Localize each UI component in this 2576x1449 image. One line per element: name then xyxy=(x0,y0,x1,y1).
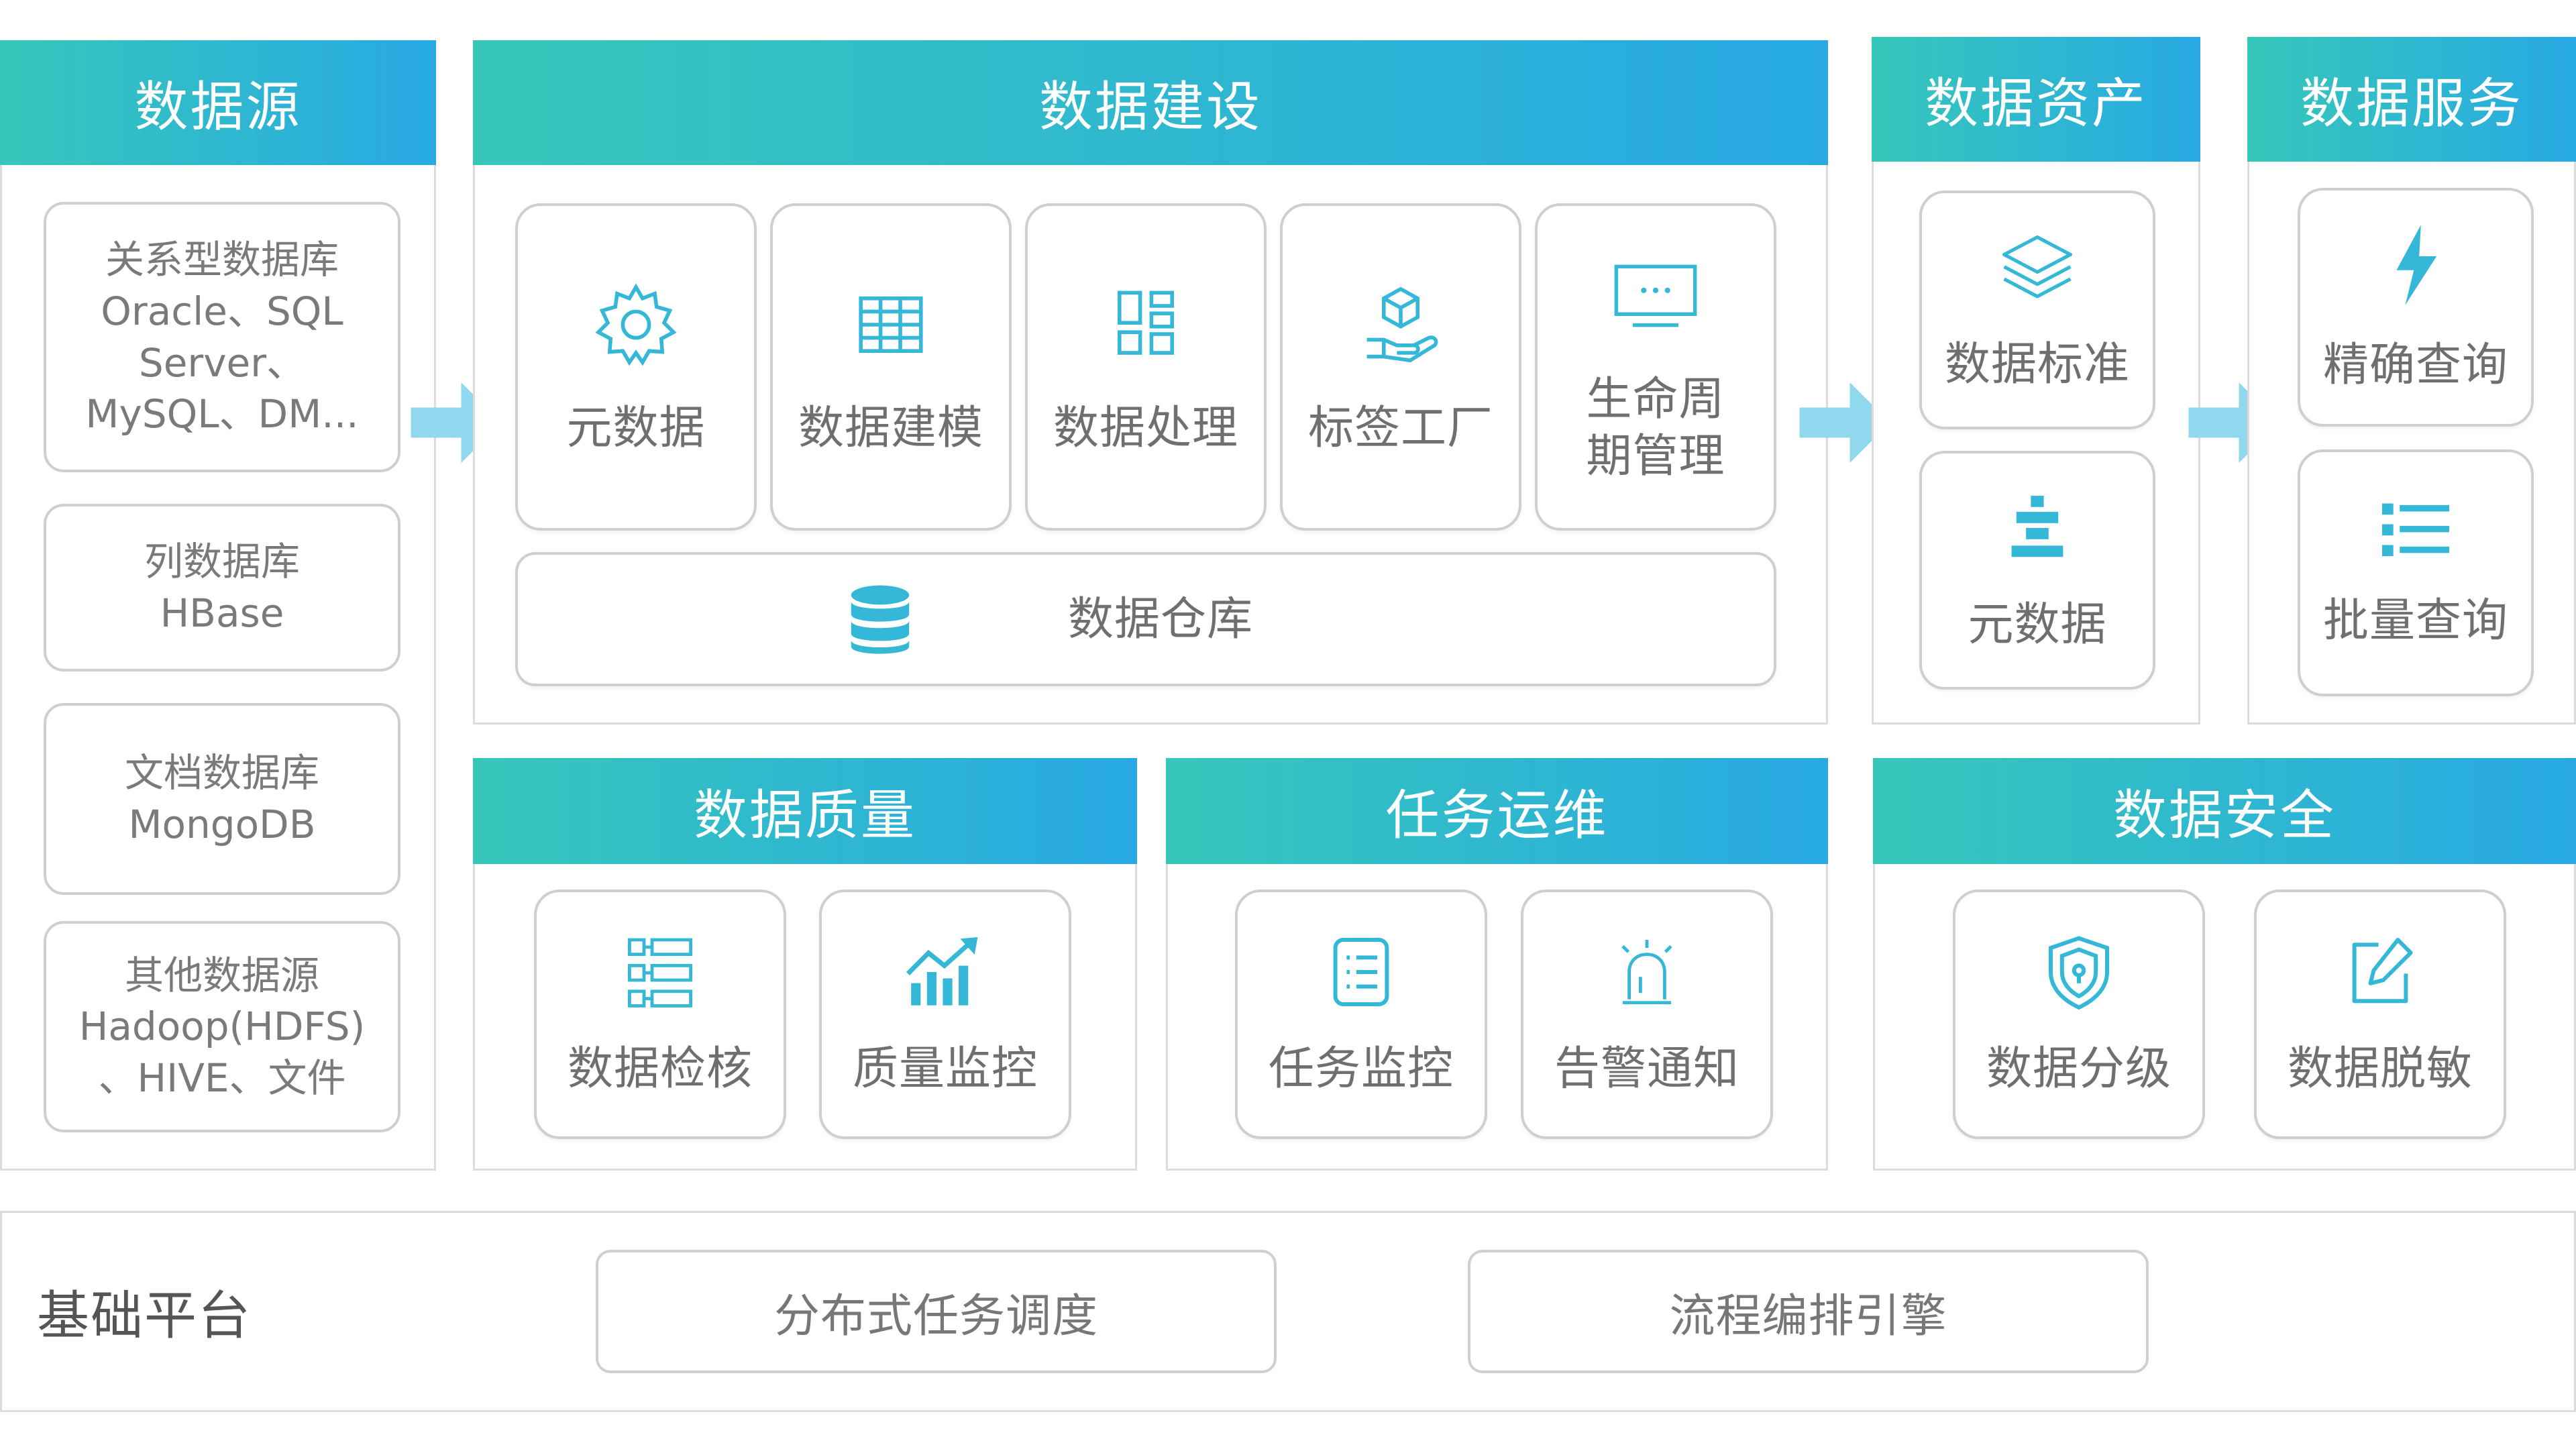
card-asset-metadata[interactable]: 元数据 xyxy=(1919,451,2155,690)
task-ops-title: 任务运维 xyxy=(1166,758,1828,864)
card-quality-monitoring-label: 质量监控 xyxy=(852,1042,1038,1095)
source-relational-db[interactable]: 关系型数据库 Oracle、SQL Server、 MySQL、DM... xyxy=(44,202,400,472)
check-tree-icon xyxy=(620,932,700,1012)
alarm-icon xyxy=(1607,932,1687,1012)
base-platform-title: 基础平台 xyxy=(37,1286,252,1346)
grid-table-icon xyxy=(844,278,938,372)
source-column-db-text: 列数据库 HBase xyxy=(144,539,300,636)
card-lifecycle-management-label: 生命周 期管理 xyxy=(1586,373,1725,483)
card-data-classification-label: 数据分级 xyxy=(1986,1042,2171,1095)
align-bars-icon xyxy=(1997,488,2078,568)
card-alarm-notification[interactable]: 告警通知 xyxy=(1521,890,1773,1139)
card-data-processing-label: 数据处理 xyxy=(1053,401,1238,455)
source-other-text: 其他数据源 Hadoop(HDFS) 、HIVE、文件 xyxy=(78,952,366,1101)
card-precise-query[interactable]: 精确查询 xyxy=(2298,188,2534,427)
monitor-icon xyxy=(1605,249,1706,343)
data-source-panel: 数据源 关系型数据库 Oracle、SQL Server、 MySQL、DM..… xyxy=(0,40,436,1171)
source-column-db[interactable]: 列数据库 HBase xyxy=(44,504,400,672)
data-services-panel: 数据服务 精确查询 批量查询 xyxy=(2247,37,2576,724)
data-assets-panel: 数据资产 数据标准 元数据 xyxy=(1872,37,2200,724)
layers-icon xyxy=(1994,227,2081,308)
base-card-distributed-scheduling-label: 分布式任务调度 xyxy=(773,1289,1098,1343)
base-card-workflow-engine-label: 流程编排引擎 xyxy=(1669,1289,1947,1343)
card-data-warehouse-label: 数据仓库 xyxy=(1068,592,1254,646)
trend-chart-icon xyxy=(902,932,989,1012)
card-tag-factory-label: 标签工厂 xyxy=(1307,401,1493,455)
card-data-masking-label: 数据脱敏 xyxy=(2287,1042,2473,1095)
base-platform-panel: 基础平台 分布式任务调度 流程编排引擎 xyxy=(0,1211,2576,1412)
shield-icon xyxy=(2042,932,2116,1012)
data-security-title: 数据安全 xyxy=(1873,758,2576,864)
card-data-warehouse[interactable]: 数据仓库 xyxy=(515,552,1776,686)
data-assets-title: 数据资产 xyxy=(1872,37,2200,162)
card-metadata[interactable]: 元数据 xyxy=(515,203,757,531)
lightning-icon xyxy=(2379,221,2453,309)
card-data-standard[interactable]: 数据标准 xyxy=(1919,191,2155,429)
source-document-db[interactable]: 文档数据库 MongoDB xyxy=(44,703,400,895)
card-data-standard-label: 数据标准 xyxy=(1944,337,2130,391)
source-other[interactable]: 其他数据源 Hadoop(HDFS) 、HIVE、文件 xyxy=(44,921,400,1132)
card-batch-query[interactable]: 批量查询 xyxy=(2298,449,2534,696)
data-quality-panel: 数据质量 数据检核 xyxy=(473,758,1137,1171)
data-construction-panel: 数据建设 元数据 数据建模 xyxy=(473,40,1828,724)
card-data-modeling-label: 数据建模 xyxy=(798,401,983,455)
card-alarm-notification-label: 告警通知 xyxy=(1554,1042,1739,1095)
base-card-workflow-engine[interactable]: 流程编排引擎 xyxy=(1468,1250,2149,1373)
hand-box-icon xyxy=(1354,278,1448,372)
card-data-modeling[interactable]: 数据建模 xyxy=(770,203,1012,531)
data-construction-title: 数据建设 xyxy=(473,40,1828,165)
base-card-distributed-scheduling[interactable]: 分布式任务调度 xyxy=(596,1250,1277,1373)
card-task-monitoring-label: 任务监控 xyxy=(1268,1042,1454,1095)
card-data-processing[interactable]: 数据处理 xyxy=(1025,203,1267,531)
flow-arrow-icon xyxy=(1799,382,1890,463)
card-tag-factory[interactable]: 标签工厂 xyxy=(1280,203,1521,531)
task-ops-panel: 任务运维 任务监控 告警通知 xyxy=(1166,758,1828,1171)
card-metadata-label: 元数据 xyxy=(566,401,706,455)
card-data-check-label: 数据检核 xyxy=(567,1042,753,1095)
card-data-classification[interactable]: 数据分级 xyxy=(1953,890,2205,1139)
gear-icon xyxy=(589,278,683,372)
card-data-check[interactable]: 数据检核 xyxy=(534,890,786,1139)
card-task-monitoring[interactable]: 任务监控 xyxy=(1235,890,1487,1139)
source-document-db-text: 文档数据库 MongoDB xyxy=(124,750,319,847)
edit-icon xyxy=(2340,932,2420,1012)
card-batch-query-label: 批量查询 xyxy=(2322,594,2508,647)
card-precise-query-label: 精确查询 xyxy=(2322,338,2508,392)
data-source-title: 数据源 xyxy=(0,40,436,165)
card-lifecycle-management[interactable]: 生命周 期管理 xyxy=(1535,203,1776,531)
source-relational-db-text: 关系型数据库 Oracle、SQL Server、 MySQL、DM... xyxy=(85,237,359,437)
dashboard-blocks-icon xyxy=(1099,278,1193,372)
document-list-icon xyxy=(1321,932,1401,1012)
card-quality-monitoring[interactable]: 质量监控 xyxy=(819,890,1071,1139)
data-security-panel: 数据安全 数据分级 数据脱敏 xyxy=(1873,758,2576,1171)
card-asset-metadata-label: 元数据 xyxy=(1968,598,2107,651)
database-icon xyxy=(840,579,920,659)
card-data-masking[interactable]: 数据脱敏 xyxy=(2254,890,2506,1139)
data-quality-title: 数据质量 xyxy=(473,758,1137,864)
list-icon xyxy=(2375,497,2456,564)
data-services-title: 数据服务 xyxy=(2247,37,2576,162)
